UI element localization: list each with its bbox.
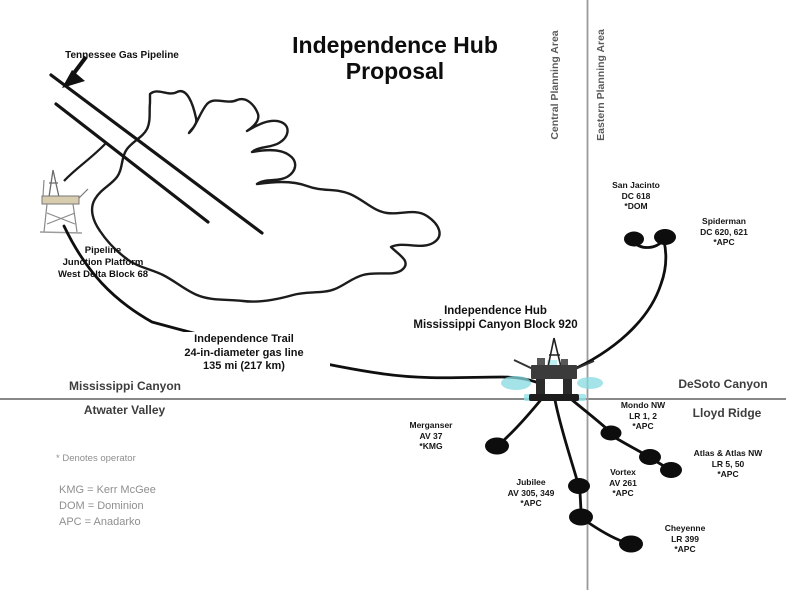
tennessee-gas-pipeline-lines bbox=[49, 73, 264, 235]
field-dot-merganser bbox=[485, 437, 509, 455]
region-label-desoto-canyon: DeSoto Canyon bbox=[678, 377, 768, 391]
legend-entry-dom: DOM = Dominion bbox=[59, 500, 144, 512]
hub-crane-booms bbox=[513, 359, 595, 370]
field-blocks: DC 620, 621 bbox=[700, 226, 748, 237]
field-label-mondo-nw: Mondo NW LR 1, 2 *APC bbox=[601, 400, 685, 432]
field-label-merganser: Merganser AV 37 *KMG bbox=[389, 420, 473, 452]
field-name: San Jacinto bbox=[612, 180, 660, 190]
field-dot-spiderman bbox=[654, 229, 676, 245]
field-operator: *APC bbox=[717, 469, 739, 479]
junction-label-line1: Pipeline bbox=[84, 245, 122, 256]
field-operator: *KMG bbox=[419, 441, 443, 451]
hub-module-1 bbox=[537, 358, 545, 365]
hub-pontoon bbox=[529, 394, 579, 401]
independence-trail-line bbox=[62, 224, 538, 384]
flowline-merganser bbox=[502, 394, 546, 442]
field-blocks: AV 37 bbox=[419, 430, 443, 441]
field-dot-atlas-nw bbox=[660, 462, 682, 478]
hub-module-2 bbox=[561, 359, 568, 365]
field-operator: *APC bbox=[713, 237, 735, 247]
field-label-jubilee: Jubilee AV 305, 349 *APC bbox=[479, 477, 583, 509]
region-label-lloyd-ridge: Lloyd Ridge bbox=[692, 406, 762, 420]
tennessee-pointer-arrow bbox=[62, 55, 88, 88]
junction-platform-label: Pipeline Junction Platform West Delta Bl… bbox=[38, 245, 168, 281]
field-operator: *DOM bbox=[624, 201, 648, 211]
independence-trail-label: Independence Trail 24-in-diameter gas li… bbox=[158, 332, 330, 375]
legend-entry-kmg: KMG = Kerr McGee bbox=[59, 484, 156, 496]
field-name: Atlas & Atlas NW bbox=[693, 448, 763, 458]
pipeline-to-junction-connector bbox=[63, 142, 107, 182]
junction-label-line3: West Delta Block 68 bbox=[57, 269, 149, 280]
hub-label-line2: Mississippi Canyon Block 920 bbox=[413, 318, 578, 331]
region-label-atwater-valley: Atwater Valley bbox=[83, 403, 166, 417]
field-dots bbox=[485, 229, 682, 553]
hub-topsides bbox=[531, 365, 577, 379]
hub-derrick bbox=[547, 337, 562, 368]
eastern-planning-area-label: Eastern Planning Area bbox=[595, 29, 607, 141]
tennessee-gas-pipeline-label: Tennessee Gas Pipeline bbox=[65, 50, 179, 61]
hub-highlight-left bbox=[501, 376, 531, 390]
field-label-spiderman: Spiderman DC 620, 621 *APC bbox=[681, 216, 767, 248]
flowline-jubilee-1 bbox=[553, 398, 579, 482]
flowline-spiderman bbox=[566, 239, 668, 374]
flowline-jubilee-2 bbox=[578, 490, 583, 513]
flowline-cheyenne bbox=[584, 519, 626, 544]
central-planning-area-label: Central Planning Area bbox=[549, 30, 561, 140]
field-blocks: LR 399 bbox=[671, 533, 699, 544]
field-label-atlas: Atlas & Atlas NW LR 5, 50 *APC bbox=[666, 448, 786, 480]
field-operator: *APC bbox=[520, 498, 542, 508]
independence-hub-icon bbox=[501, 337, 603, 401]
trail-label-line1: Independence Trail bbox=[194, 333, 294, 345]
junction-label-line2: Junction Platform bbox=[62, 257, 144, 268]
field-operator: *APC bbox=[674, 544, 696, 554]
field-label-vortex: Vortex AV 261 *APC bbox=[581, 467, 665, 499]
coastline-outline bbox=[90, 89, 441, 303]
field-operator: *APC bbox=[612, 488, 634, 498]
independence-hub-label: Independence Hub Mississippi Canyon Bloc… bbox=[393, 305, 598, 332]
field-dot-jubilee-1 bbox=[568, 478, 590, 494]
field-blocks: LR 5, 50 bbox=[711, 458, 745, 469]
field-label-san-jacinto: San Jacinto DC 618 *DOM bbox=[594, 180, 678, 212]
map-title: Independence Hub Proposal bbox=[292, 32, 498, 84]
legend-entry-apc: APC = Anadarko bbox=[59, 516, 141, 528]
field-name: Jubilee bbox=[516, 477, 546, 487]
hub-column-right bbox=[563, 379, 572, 396]
junction-platform-icon bbox=[39, 169, 89, 234]
field-name: Mondo NW bbox=[620, 400, 666, 410]
field-blocks: LR 1, 2 bbox=[629, 410, 657, 421]
hub-column-left bbox=[536, 379, 545, 396]
field-blocks: DC 618 bbox=[621, 190, 651, 201]
field-dot-san-jacinto bbox=[624, 231, 644, 247]
region-label-mississippi-canyon: Mississippi Canyon bbox=[68, 379, 182, 393]
field-blocks: AV 305, 349 bbox=[507, 487, 555, 498]
field-label-cheyenne: Cheyenne LR 399 *APC bbox=[643, 523, 727, 555]
field-dot-cheyenne bbox=[619, 535, 643, 553]
field-name: Merganser bbox=[409, 420, 453, 430]
field-dot-atlas bbox=[639, 449, 661, 465]
field-blocks: AV 261 bbox=[609, 477, 637, 488]
hub-label-line1: Independence Hub bbox=[444, 305, 547, 317]
hub-highlight-top bbox=[547, 360, 557, 366]
trail-label-line3: 135 mi (217 km) bbox=[203, 360, 285, 372]
field-dot-jubilee-2 bbox=[569, 508, 593, 526]
legend-note: * Denotes operator bbox=[56, 453, 136, 464]
field-operator: *APC bbox=[632, 421, 654, 431]
field-name: Vortex bbox=[610, 467, 636, 477]
field-name: Cheyenne bbox=[664, 523, 706, 533]
hub-highlight-right bbox=[577, 377, 603, 389]
field-dot-mondo-nw bbox=[600, 425, 622, 441]
trail-label-line2: 24-in-diameter gas line bbox=[184, 346, 304, 359]
field-name: Spiderman bbox=[702, 216, 746, 226]
